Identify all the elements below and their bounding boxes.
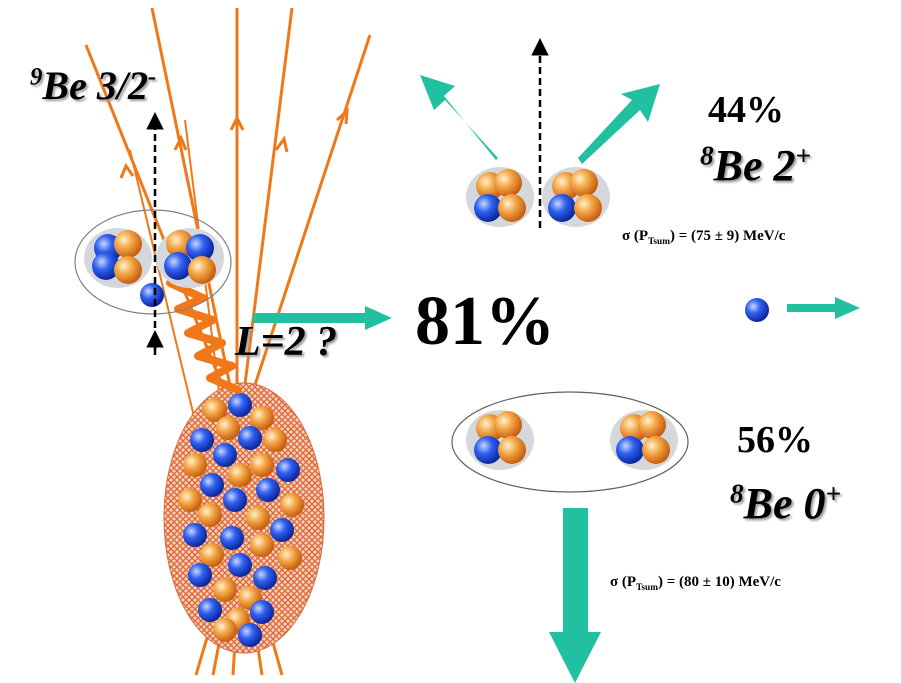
particle-tracks xyxy=(84,7,372,676)
beryllium-9-label: 9Be 3/2- xyxy=(30,63,157,108)
momentum-arrow-icon xyxy=(578,84,660,164)
alpha-cluster-icon xyxy=(466,167,534,227)
alpha-cluster-icon xyxy=(610,410,678,470)
neutron-icon xyxy=(745,298,769,322)
alpha-cluster-icon xyxy=(466,410,534,470)
alpha-cluster-icon xyxy=(542,167,610,227)
track-arrowheads xyxy=(119,107,349,179)
lower-percentage: 56% xyxy=(737,419,813,461)
photon-wiggle-icon xyxy=(166,279,242,394)
momentum-arrow-icon xyxy=(420,75,498,160)
lower-sigma-label: σ (PTsum) = (80 ± 10) MeV/c xyxy=(610,574,781,593)
momentum-arrow-icon xyxy=(787,297,860,319)
upper-sigma-label: σ (PTsum) = (75 ± 9) MeV/c xyxy=(622,228,786,247)
angular-momentum-label: L=2 ? xyxy=(235,319,338,365)
target-nucleus-icon xyxy=(163,382,325,654)
beryllium-9-cluster-icon xyxy=(74,209,232,315)
beryllium-8-ground-label: 8Be 0+ xyxy=(730,478,842,528)
momentum-arrow-icon xyxy=(549,508,601,683)
momentum-arrow-icon xyxy=(253,306,392,330)
upper-percentage: 44% xyxy=(708,89,784,131)
total-percentage: 81% xyxy=(415,283,555,360)
beryllium-8-excited-label: 8Be 2+ xyxy=(700,140,812,190)
be8-ground-state-outline xyxy=(451,391,689,493)
